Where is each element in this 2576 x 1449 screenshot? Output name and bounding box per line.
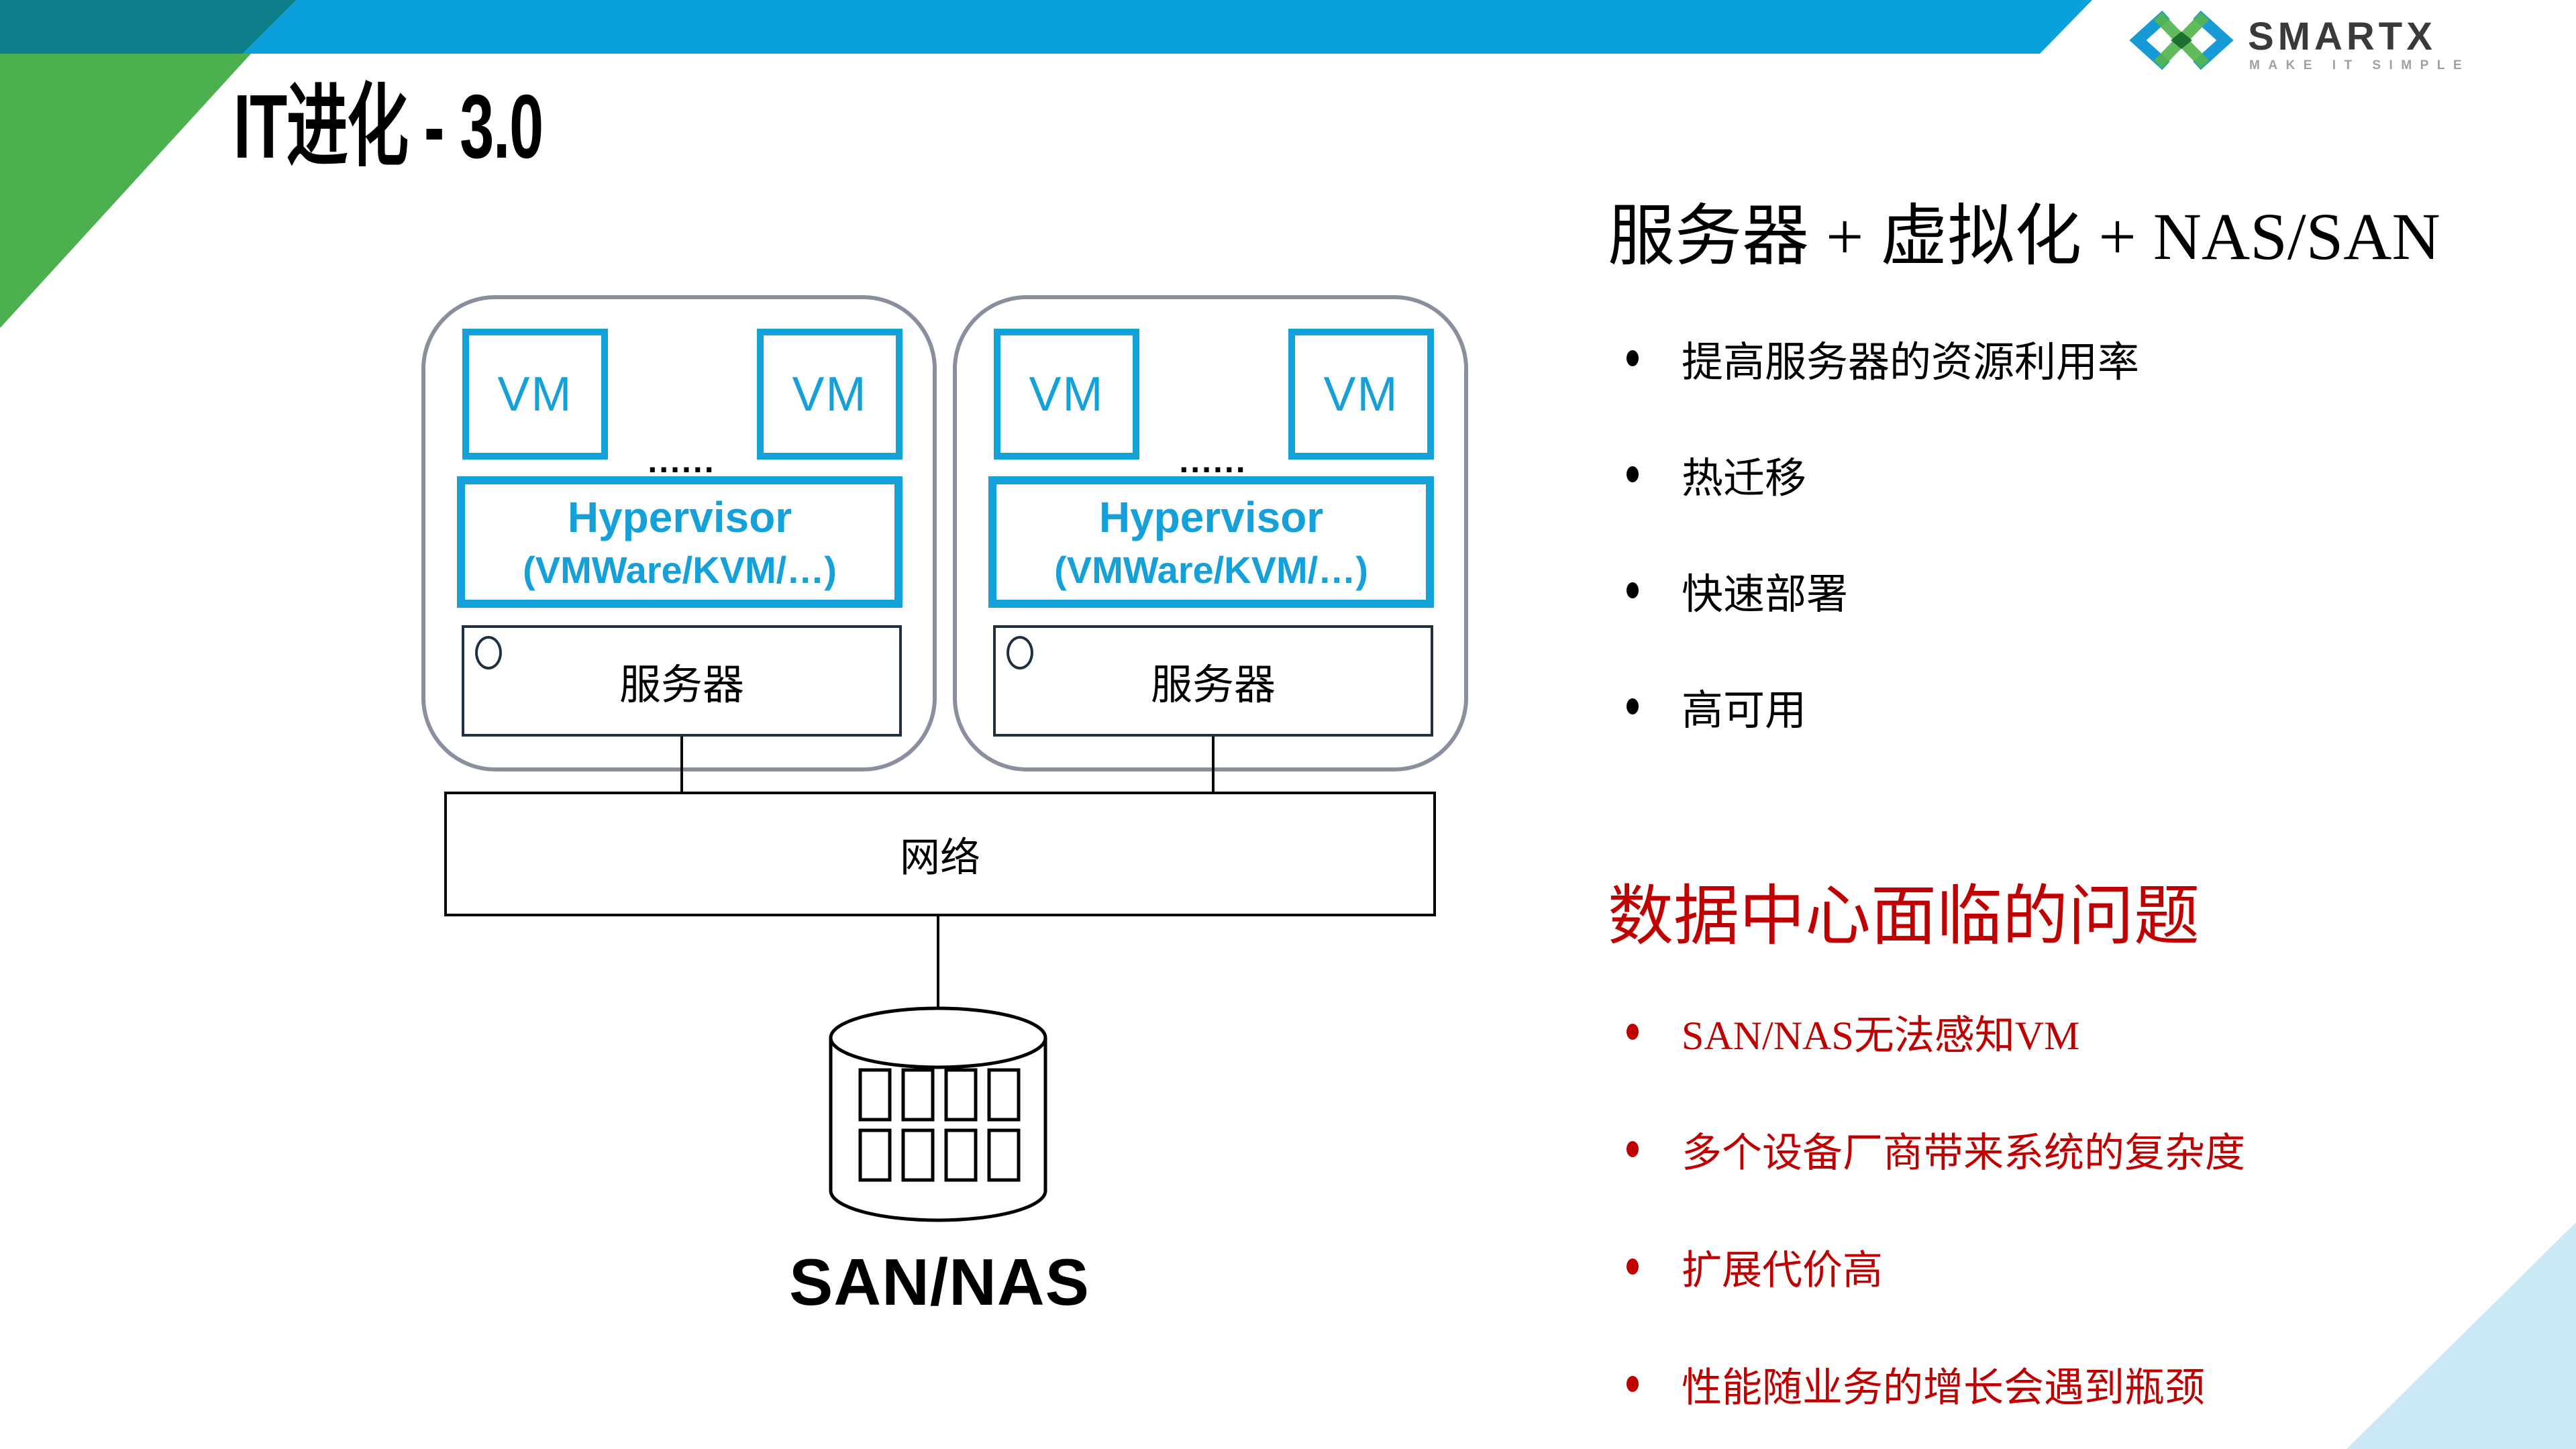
- benefits-list: 提高服务器的资源利用率 热迁移 快速部署 高可用: [1627, 331, 2139, 796]
- problems-heading: 数据中心面临的问题: [1608, 881, 2200, 953]
- list-item-text: 性能随业务的增长会遇到瓶颈: [1682, 1365, 2205, 1410]
- vm-label: VM: [1323, 367, 1399, 421]
- list-item-text: 快速部署: [1682, 572, 1849, 618]
- network-box: 网络: [444, 792, 1436, 916]
- logo-tagline-text: MAKE IT SIMPLE: [2249, 58, 2470, 72]
- list-item-text: 提高服务器的资源利用率: [1682, 340, 2140, 386]
- top-bar-teal-segment: [0, 0, 297, 54]
- ellipsis-dots: ......: [648, 442, 716, 480]
- list-item: 热迁移: [1627, 447, 2139, 502]
- bullet-icon: [1627, 350, 1639, 366]
- top-bar-blue-segment: [243, 0, 2092, 54]
- list-item-text: 热迁移: [1682, 456, 1807, 502]
- smartx-logo-icon: [2129, 10, 2234, 70]
- logo-brand-text: SMARTX: [2248, 15, 2436, 58]
- server-cluster-2: VM VM ...... Hypervisor (VMWare/KVM/…) 服…: [953, 295, 1468, 771]
- hypervisor-subtitle: (VMWare/KVM/…): [523, 549, 837, 591]
- connector-line: [680, 737, 683, 793]
- bullet-icon: [1627, 1141, 1639, 1157]
- list-item-text: SAN/NAS无法感知VM: [1682, 1013, 2080, 1058]
- connector-line: [1212, 737, 1215, 793]
- disk-grid: [858, 1068, 1021, 1182]
- list-item: 快速部署: [1627, 564, 2139, 618]
- vm-box: VM: [994, 329, 1139, 460]
- list-item: 多个设备厂商带来系统的复杂度: [1627, 1122, 2245, 1176]
- vm-box: VM: [757, 329, 903, 460]
- vm-box: VM: [1288, 329, 1434, 460]
- server-label: 服务器: [619, 663, 744, 708]
- ellipsis-dots: ......: [1179, 442, 1247, 480]
- hypervisor-title: Hypervisor: [1098, 493, 1324, 541]
- server-label: 服务器: [1150, 663, 1276, 708]
- bullet-icon: [1627, 698, 1639, 714]
- bullet-icon: [1627, 1024, 1639, 1040]
- bottom-right-corner-triangle: [2347, 1222, 2576, 1449]
- network-label: 网络: [900, 835, 980, 880]
- server-cluster-1: VM VM ...... Hypervisor (VMWare/KVM/…) 服…: [421, 295, 937, 771]
- list-item: 高可用: [1627, 680, 2139, 734]
- storage-label: SAN/NAS: [788, 1245, 1090, 1319]
- vm-label: VM: [1029, 367, 1104, 421]
- vm-label: VM: [497, 367, 573, 421]
- vm-box: VM: [462, 329, 608, 460]
- list-item-text: 扩展代价高: [1682, 1248, 1883, 1293]
- hypervisor-title: Hypervisor: [567, 493, 792, 541]
- list-item-text: 多个设备厂商带来系统的复杂度: [1682, 1130, 2245, 1175]
- list-item-text: 高可用: [1682, 688, 1807, 734]
- list-item: 提高服务器的资源利用率: [1627, 331, 2140, 386]
- storage-cylinder: [829, 1006, 1047, 1222]
- server-box: 服务器: [462, 625, 902, 737]
- server-port-icon: [1007, 636, 1033, 669]
- page-title: IT进化 - 3.0: [234, 76, 544, 177]
- list-item: SAN/NAS无法感知VM: [1627, 1005, 2245, 1059]
- bullet-icon: [1627, 582, 1639, 598]
- hypervisor-subtitle: (VMWare/KVM/…): [1054, 549, 1368, 591]
- bullet-icon: [1627, 1258, 1639, 1275]
- server-port-icon: [475, 636, 502, 669]
- hypervisor-box: Hypervisor (VMWare/KVM/…): [988, 476, 1434, 608]
- problems-list: SAN/NAS无法感知VM 多个设备厂商带来系统的复杂度 扩展代价高 性能随业务…: [1627, 1005, 2245, 1449]
- list-item: 扩展代价高: [1627, 1240, 2245, 1293]
- bullet-icon: [1627, 466, 1639, 482]
- server-box: 服务器: [993, 625, 1433, 737]
- green-corner-triangle: [0, 54, 251, 328]
- hypervisor-box: Hypervisor (VMWare/KVM/…): [457, 476, 903, 608]
- list-item: 性能随业务的增长会遇到瓶颈: [1627, 1357, 2245, 1411]
- benefits-heading: 服务器 + 虚拟化 + NAS/SAN: [1608, 199, 2440, 274]
- vm-label: VM: [792, 367, 868, 421]
- bullet-icon: [1627, 1376, 1639, 1392]
- brand-logo: SMARTX MAKE IT SIMPLE: [2126, 7, 2542, 74]
- connector-line: [937, 916, 939, 1010]
